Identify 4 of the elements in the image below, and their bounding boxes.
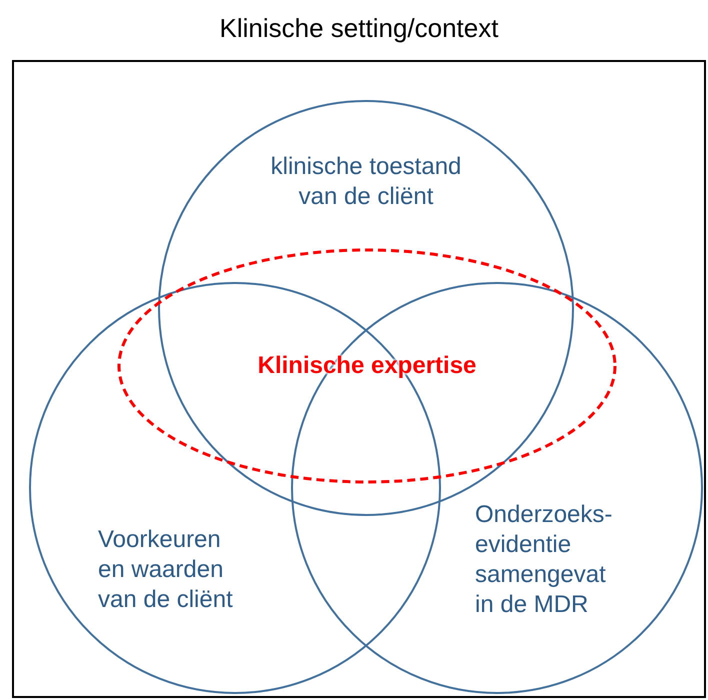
circle-label: Voorkeuren en waarden van de cliënt — [98, 525, 234, 615]
context-title: Klinische setting/context — [220, 12, 498, 44]
circle-label: Onderzoeks- evidentie samengevat in de MDR — [475, 500, 614, 620]
circle-label: klinische toestand van de cliënt — [270, 152, 462, 212]
